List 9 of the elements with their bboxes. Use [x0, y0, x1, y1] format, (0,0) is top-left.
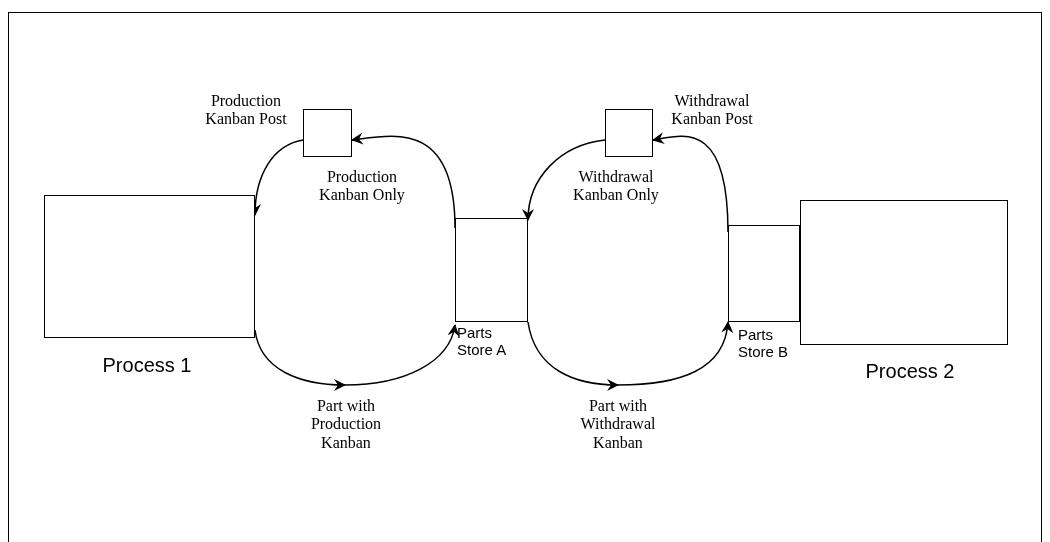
arrow: [522, 139, 606, 221]
store-label: Parts Store B: [738, 326, 790, 361]
arrow: [527, 321, 733, 391]
arrow: [254, 324, 459, 391]
store-label: Parts Store A: [457, 324, 508, 359]
process-label: Process 2: [864, 360, 956, 383]
post-label: Production Kanban Post: [204, 92, 288, 129]
process-label: Process 1: [101, 354, 193, 377]
post-label: Withdrawal Kanban Post: [670, 92, 754, 129]
